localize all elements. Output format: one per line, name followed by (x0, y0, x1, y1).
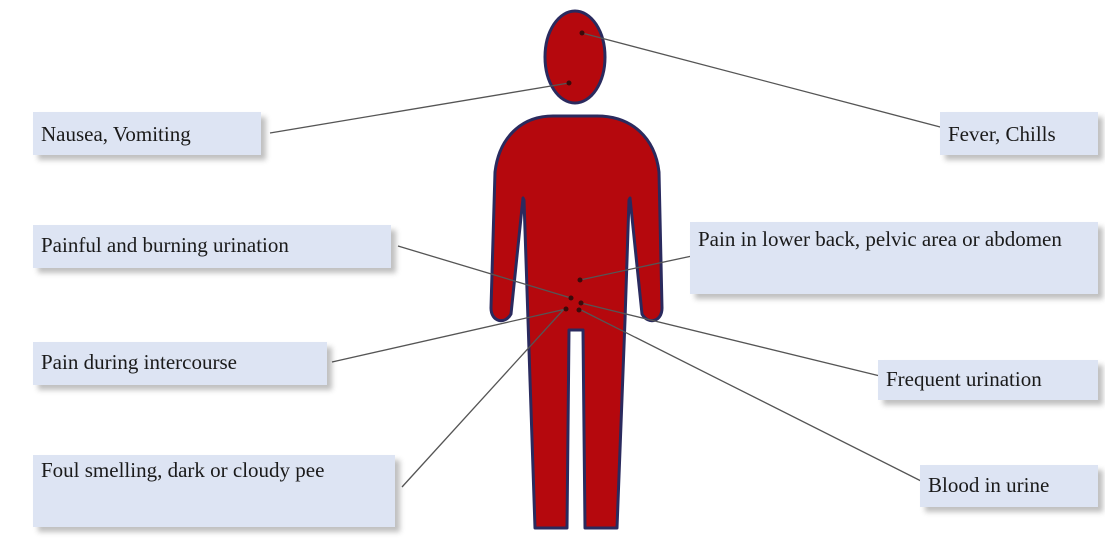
marker-dot (580, 31, 585, 36)
marker-dot (569, 296, 574, 301)
symptom-label-fever: Fever, Chills (940, 112, 1098, 155)
marker-dot (567, 81, 572, 86)
marker-dot (577, 308, 582, 313)
symptom-label-back-pain: Pain in lower back, pelvic area or abdom… (690, 222, 1098, 294)
marker-dot (578, 278, 583, 283)
marker-dot (579, 301, 584, 306)
symptom-label-blood: Blood in urine (920, 465, 1098, 507)
symptom-label-intercourse: Pain during intercourse (33, 342, 327, 385)
leader-line-blood (579, 309, 923, 482)
leader-line-fever (582, 33, 944, 128)
symptom-label-frequent: Frequent urination (878, 360, 1098, 400)
symptom-label-foul: Foul smelling, dark or cloudy pee (33, 455, 395, 527)
human-figure (491, 11, 662, 528)
leader-line-frequent (581, 303, 880, 376)
symptom-label-nausea: Nausea, Vomiting (33, 112, 261, 155)
figure-head (545, 11, 605, 103)
symptom-label-burning: Painful and burning urination (33, 225, 391, 268)
figure-body (491, 116, 662, 528)
marker-dot (564, 307, 569, 312)
